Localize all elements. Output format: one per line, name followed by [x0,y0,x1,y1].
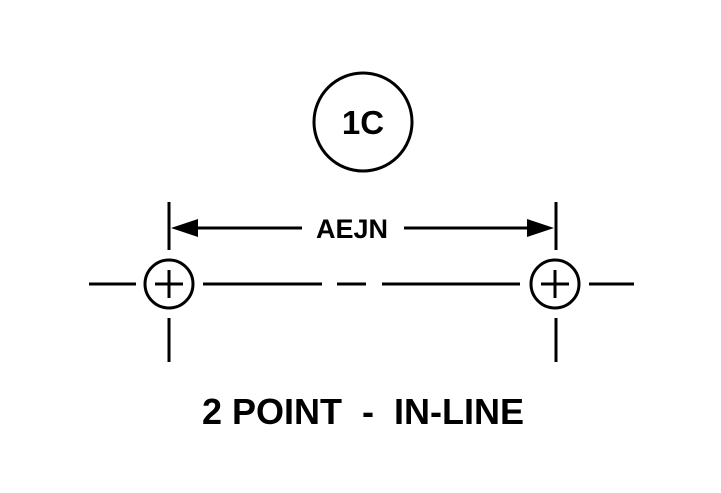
badge-circle [312,71,414,173]
caption: 2 POINT - IN-LINE [202,391,524,432]
circle-crosshair-icon [529,258,581,310]
badge: 1C [312,71,414,173]
badge-label: 1C [342,104,384,141]
arrowhead-left-icon [171,219,198,237]
dimension: AEJN [171,214,554,244]
dimension-label: AEJN [316,214,388,244]
arrowhead-right-icon [527,219,554,237]
circle-crosshair-icon [143,258,195,310]
